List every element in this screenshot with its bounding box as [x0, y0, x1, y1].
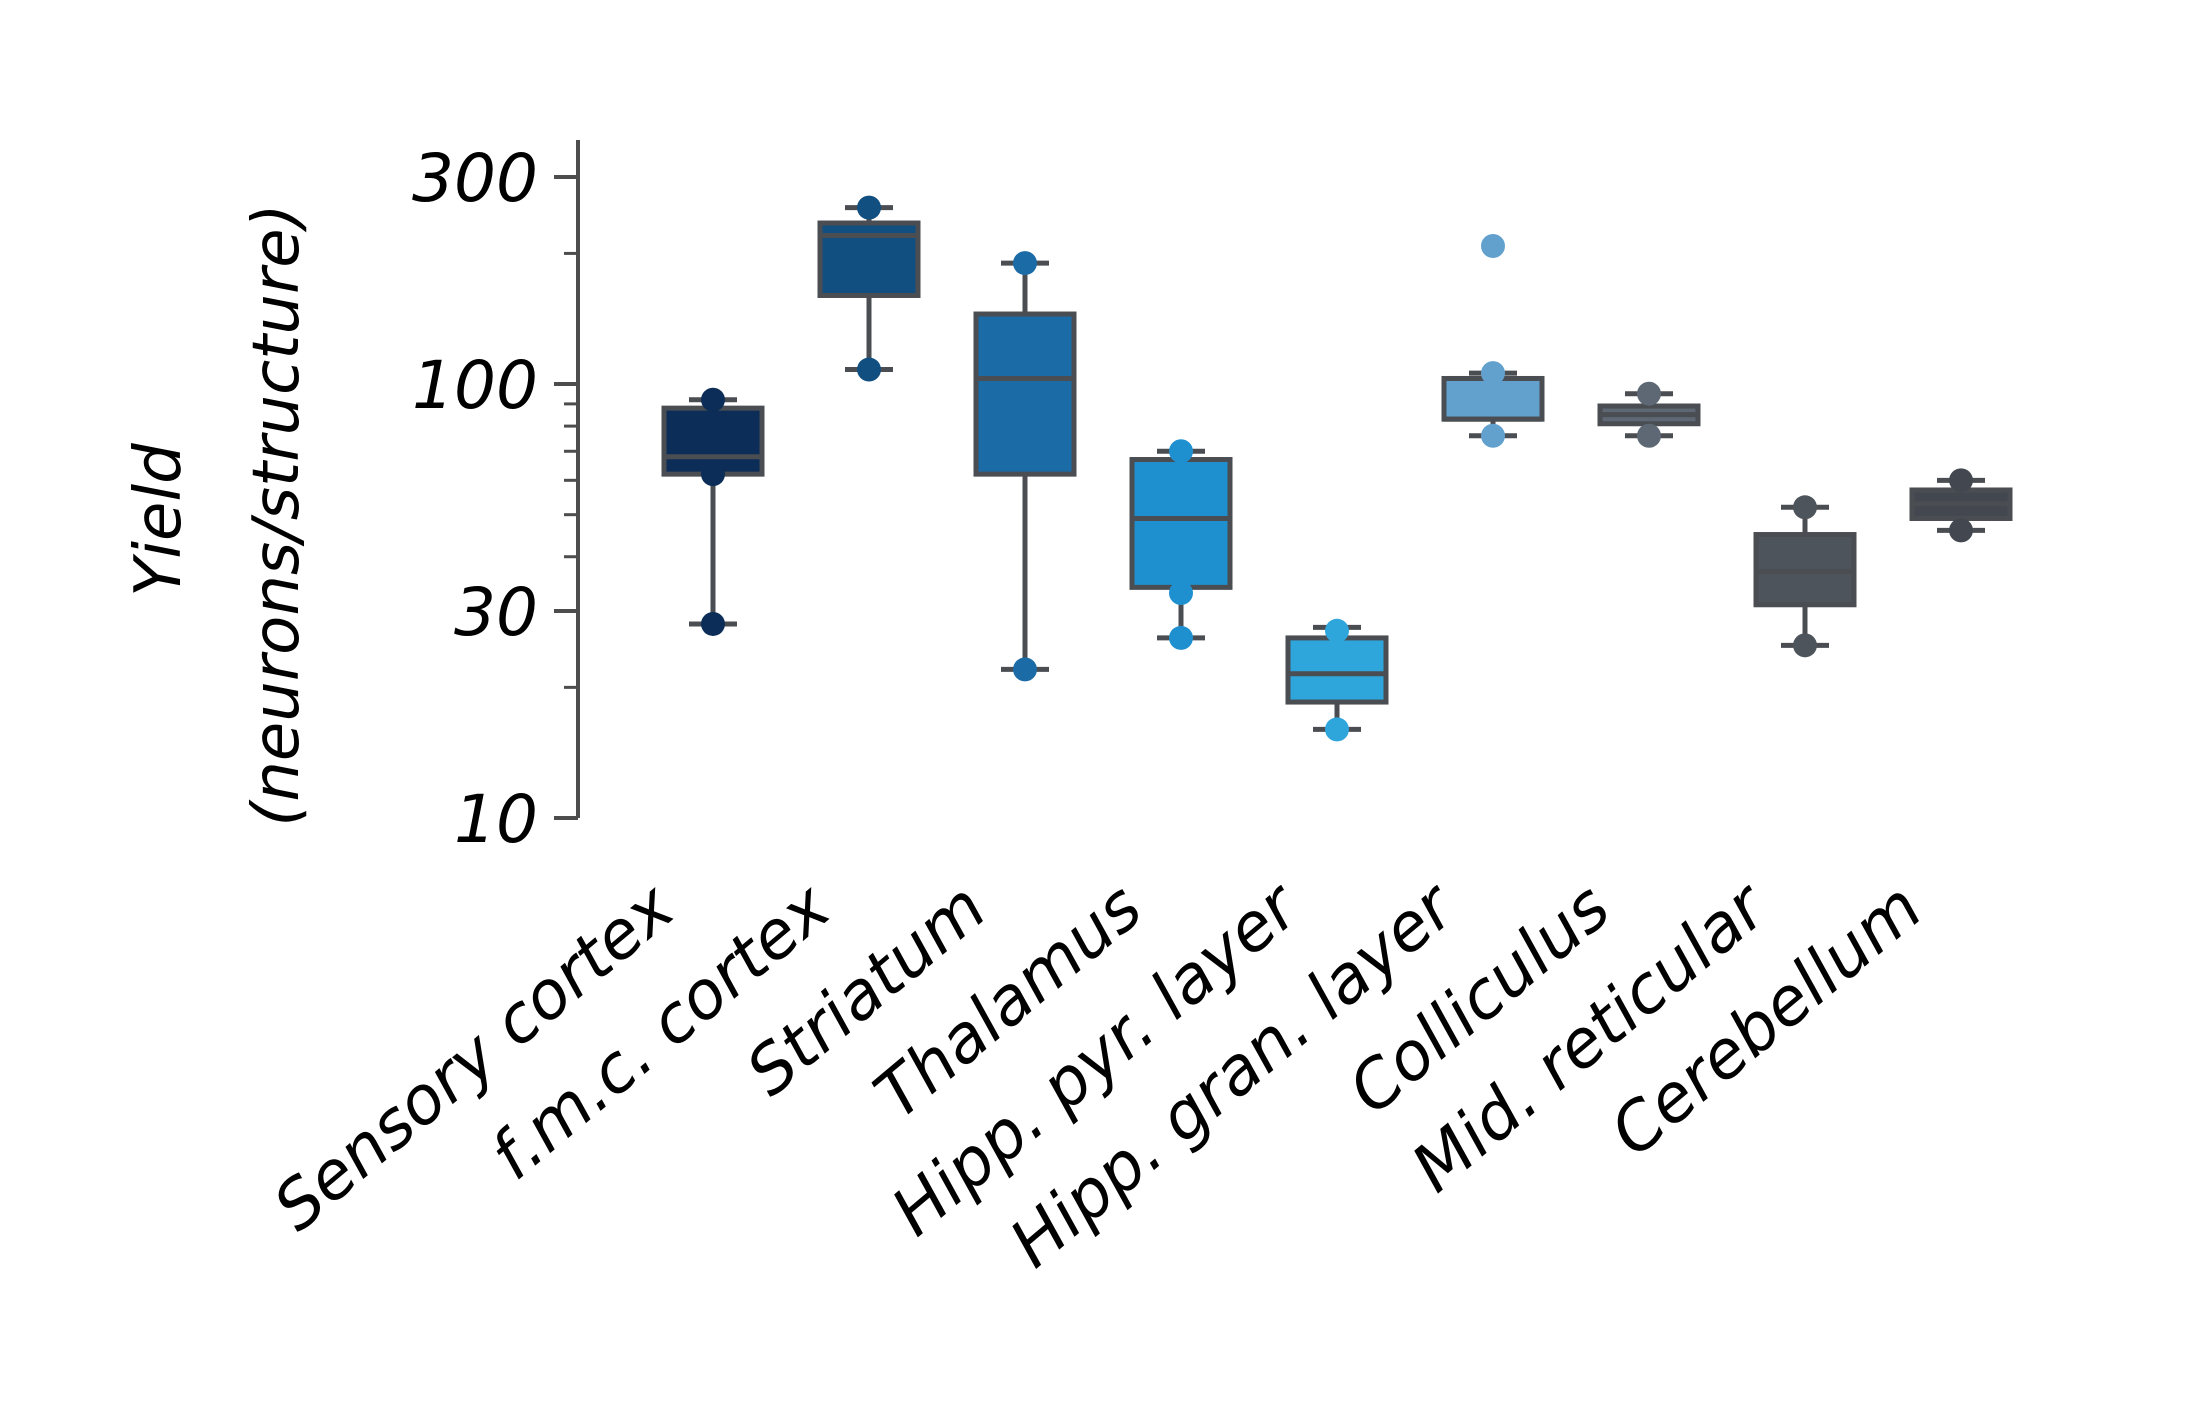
data-point	[701, 387, 725, 412]
box-group	[817, 195, 921, 382]
box-group	[1597, 381, 1701, 448]
data-point	[857, 195, 881, 220]
data-point	[701, 462, 725, 487]
data-point	[1325, 618, 1349, 643]
box-group	[973, 251, 1077, 682]
box-group	[661, 387, 765, 636]
data-point	[1325, 717, 1349, 742]
data-point	[1169, 625, 1193, 650]
y-axis-title-line-1: Yield	[122, 443, 196, 597]
y-axis: 10 30 100 300	[412, 140, 580, 858]
data-point	[1793, 495, 1817, 520]
data-point	[701, 611, 725, 636]
data-point	[1169, 439, 1193, 464]
box-group	[1285, 618, 1389, 742]
data-point	[1481, 361, 1505, 386]
box-series-layer	[661, 195, 2013, 742]
data-point	[857, 357, 881, 382]
box-iqr	[1285, 635, 1389, 705]
data-point	[1481, 423, 1505, 448]
box-iqr	[973, 311, 1077, 477]
box-iqr	[1441, 375, 1545, 422]
y-tick-label: 100	[412, 347, 538, 424]
box-group	[1909, 468, 2013, 543]
data-point	[1949, 518, 1973, 543]
box-group	[1441, 234, 1545, 448]
box-group	[1129, 439, 1233, 650]
y-axis-title-line-2: (neurons/structure)	[240, 203, 314, 826]
y-tick-label: 30	[454, 574, 538, 651]
data-point	[1169, 580, 1193, 605]
data-point	[1481, 234, 1505, 259]
data-point	[1637, 423, 1661, 448]
box-group	[1753, 495, 1857, 658]
box-iqr	[1129, 457, 1233, 590]
data-point	[1013, 251, 1037, 276]
data-point	[1013, 657, 1037, 682]
y-axis-title: Yield (neurons/structure)	[122, 203, 314, 826]
y-tick-label: 10	[454, 781, 538, 858]
y-tick-label: 300	[412, 140, 538, 217]
data-point	[1793, 633, 1817, 658]
data-point	[1637, 381, 1661, 406]
data-point	[1949, 468, 1973, 493]
